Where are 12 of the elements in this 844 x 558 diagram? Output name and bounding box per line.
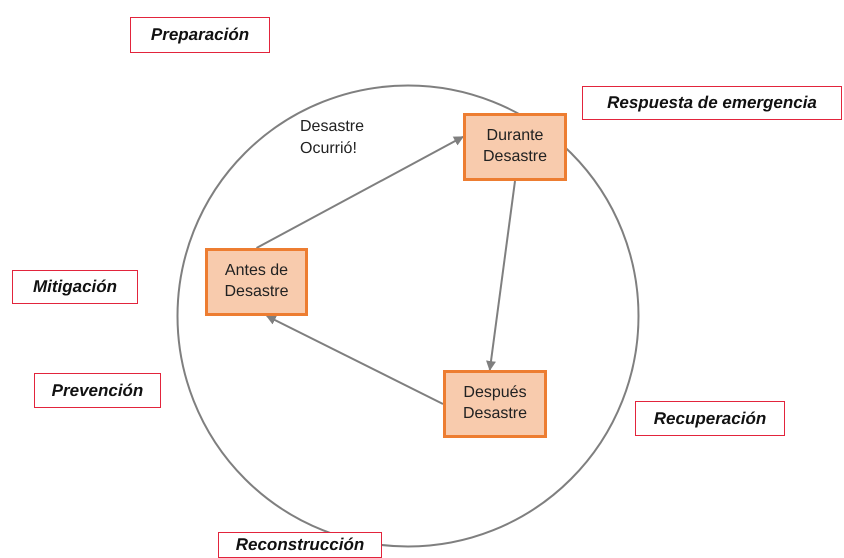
stage-box: Antes de Desastre (205, 248, 308, 316)
stage-box: Durante Desastre (463, 113, 567, 181)
phase-box: Recuperación (635, 401, 785, 436)
phase-box: Prevención (34, 373, 161, 408)
phase-box: Reconstrucción (218, 532, 382, 558)
phase-box: Preparación (130, 17, 270, 53)
phase-box: Respuesta de emergencia (582, 86, 842, 120)
arrow (256, 136, 464, 249)
arrow (266, 315, 444, 405)
stage-box: Después Desastre (443, 370, 547, 438)
arrow (486, 180, 516, 371)
phase-box: Mitigación (12, 270, 138, 304)
